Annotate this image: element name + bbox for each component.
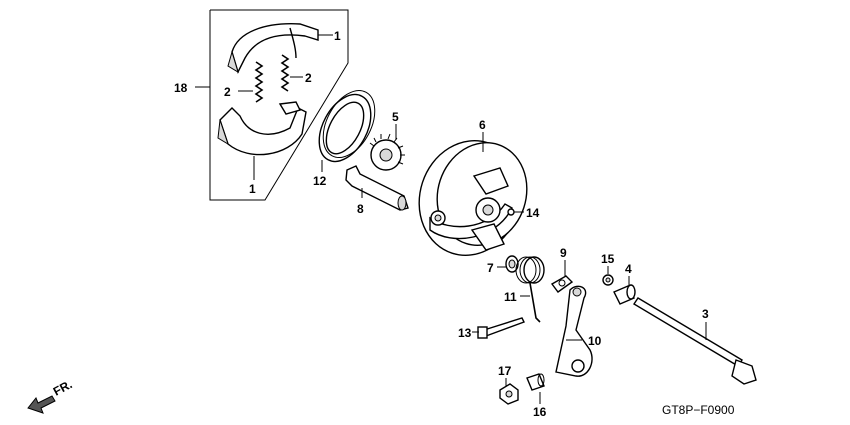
front-label: FR. <box>51 377 75 398</box>
callout-7: 7 <box>487 261 494 275</box>
spring-right <box>280 54 303 92</box>
callout-18: 18 <box>174 81 188 95</box>
callout-2-left: 2 <box>224 85 231 99</box>
callout-1-upper: 1 <box>334 29 341 43</box>
felt-seal <box>497 255 519 273</box>
callout-13: 13 <box>458 326 472 340</box>
pivot-bolt <box>633 297 757 385</box>
callout-16: 16 <box>533 405 547 419</box>
brake-arm <box>555 285 593 377</box>
spring-left <box>238 61 264 103</box>
callout-2-right: 2 <box>305 71 312 85</box>
callout-14: 14 <box>526 206 540 220</box>
brake-shoe-upper <box>227 23 333 74</box>
dust-seal <box>318 90 376 172</box>
brake-panel <box>418 132 528 256</box>
callout-9: 9 <box>560 246 567 260</box>
callout-4: 4 <box>625 262 632 276</box>
collar <box>613 276 636 305</box>
nut-15 <box>602 266 614 286</box>
indicator-plate <box>550 260 574 293</box>
callout-15: 15 <box>601 252 615 266</box>
callout-12: 12 <box>313 174 327 188</box>
wear-indicator-gear <box>369 124 405 171</box>
callout-1-lower: 1 <box>249 182 256 196</box>
callout-11: 11 <box>504 290 517 304</box>
bolt <box>472 317 525 339</box>
screw <box>507 208 524 216</box>
nut-17 <box>499 378 519 405</box>
callout-3: 3 <box>702 307 709 321</box>
callout-17: 17 <box>498 364 512 378</box>
diagram-code: GT8P−F0900 <box>662 403 735 417</box>
callout-10: 10 <box>588 334 602 348</box>
brake-cam <box>345 165 409 211</box>
shoe-group-bracket <box>195 9 349 201</box>
front-direction-arrow-icon <box>27 395 56 414</box>
collar-16 <box>526 373 545 404</box>
callout-5: 5 <box>392 110 399 124</box>
brake-shoe-lower <box>217 101 307 180</box>
callout-6: 6 <box>479 118 486 132</box>
callout-8: 8 <box>357 202 364 216</box>
brake-arm-spring <box>515 256 545 323</box>
